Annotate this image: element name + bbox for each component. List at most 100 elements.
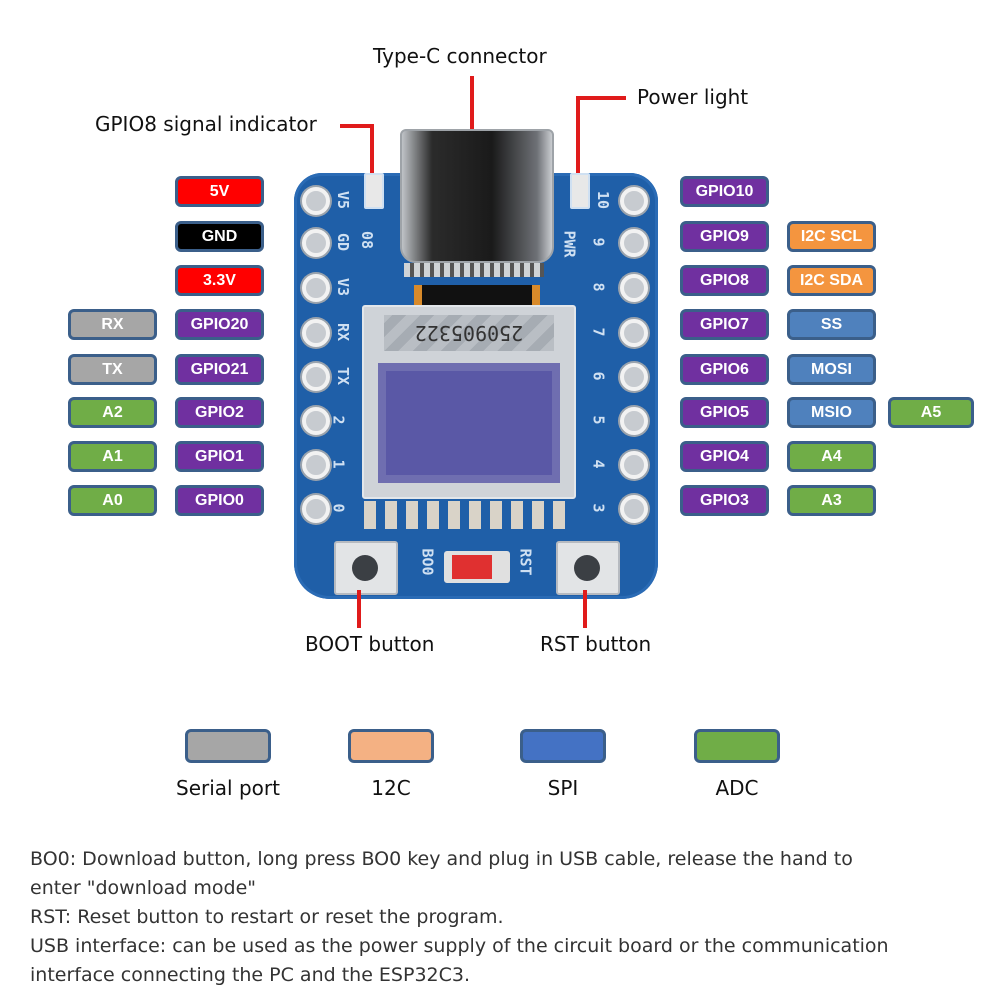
pin-silkscreen-label: 7 — [589, 327, 608, 337]
oled-display: 250905322 — [362, 305, 576, 499]
pin-silkscreen-label: 8 — [589, 282, 608, 292]
pin-tag-3-3v: 3.3V — [175, 265, 264, 296]
boot-button-cap — [352, 555, 378, 581]
header-pin-right — [620, 274, 648, 302]
note-line: enter "download mode" — [30, 877, 256, 899]
pin-silkscreen-label: 0 — [329, 503, 348, 513]
power-light-leader-h — [576, 96, 626, 100]
pin-silkscreen-label: TX — [334, 366, 353, 386]
note-line: BO0: Download button, long press BO0 key… — [30, 848, 853, 870]
pin-tag-gpio8: GPIO8 — [680, 265, 769, 296]
pin-tag-gpio9: GPIO9 — [680, 221, 769, 252]
note-line: RST: Reset button to restart or reset th… — [30, 906, 504, 928]
gpio8-indicator-label: GPIO8 signal indicator — [95, 112, 317, 136]
type-c-leader-line — [470, 76, 474, 138]
note-line: USB interface: can be used as the power … — [30, 935, 889, 957]
rst-button-cap — [574, 555, 600, 581]
oled-marking: 250905322 — [384, 315, 554, 351]
pin-tag-gpio0: GPIO0 — [175, 485, 264, 516]
usb-c-pads — [404, 263, 544, 277]
header-pin-left — [302, 319, 330, 347]
legend-label-12c: 12C — [371, 776, 411, 800]
pin-tag-gpio21: GPIO21 — [175, 354, 264, 385]
pin-tag-gpio6: GPIO6 — [680, 354, 769, 385]
gpio8-led — [364, 173, 384, 209]
pin-silkscreen-label: 5 — [589, 415, 608, 425]
power-led — [570, 173, 590, 209]
header-pin-right — [620, 451, 648, 479]
pin-silkscreen-label: 9 — [589, 237, 608, 247]
function-tag-a4: A4 — [787, 441, 876, 472]
legend-swatch-spi — [520, 729, 606, 763]
function-tag-i2c-sda: I2C SDA — [787, 265, 876, 296]
legend-swatch-serial-port — [185, 729, 271, 763]
pin-tag-gpio20: GPIO20 — [175, 309, 264, 340]
pin-silkscreen-label: 4 — [589, 459, 608, 469]
pin-tag-5v: 5V — [175, 176, 264, 207]
power-light-label: Power light — [637, 85, 749, 109]
pin-tag-gnd: GND — [175, 221, 264, 252]
legend-label-adc: ADC — [715, 776, 759, 800]
function-tag-a2: A2 — [68, 397, 157, 428]
header-pin-right — [620, 229, 648, 257]
function-tag-a3: A3 — [787, 485, 876, 516]
boot-button[interactable] — [334, 541, 398, 595]
legend-label-spi: SPI — [547, 776, 579, 800]
pin-silkscreen-label: 10 — [594, 190, 613, 210]
function-tag-i2c-scl: I2C SCL — [787, 221, 876, 252]
function-tag-msio: MSIO — [787, 397, 876, 428]
dip-switch-body — [452, 555, 492, 579]
pin-silkscreen-label: V3 — [334, 277, 353, 297]
gpio8-leader-h — [340, 124, 374, 128]
function-tag-ss: SS — [787, 309, 876, 340]
rst-leader-line — [583, 590, 587, 628]
pin-silkscreen-label: 1 — [329, 459, 348, 469]
header-pin-left — [302, 187, 330, 215]
smd-components — [364, 501, 574, 529]
boot-button-label: BOOT button — [305, 632, 435, 656]
note-line: interface connecting the PC and the ESP3… — [30, 964, 471, 986]
type-c-connector-label: Type-C connector — [373, 44, 547, 68]
notes: BO0: Download button, long press BO0 key… — [30, 845, 980, 990]
rst-button[interactable] — [556, 541, 620, 595]
legend-label-serial-port: Serial port — [176, 776, 280, 800]
boot-leader-line — [357, 590, 361, 628]
function-tag-rx: RX — [68, 309, 157, 340]
usb-c-connector — [400, 129, 554, 263]
function-tag-tx: TX — [68, 354, 157, 385]
pin-silkscreen-label: 3 — [589, 503, 608, 513]
pin-silkscreen-label: RX — [334, 322, 353, 342]
legend-swatch-12c — [348, 729, 434, 763]
header-pin-left — [302, 229, 330, 257]
header-pin-right — [620, 495, 648, 523]
gpio8-leader-v — [370, 124, 374, 196]
header-pin-right — [620, 187, 648, 215]
oled-screen — [378, 363, 560, 483]
header-pin-right — [620, 407, 648, 435]
header-pin-left — [302, 407, 330, 435]
rst-button-label: RST button — [540, 632, 652, 656]
boot-silk: BO0 — [418, 548, 437, 576]
function-tag-a0: A0 — [68, 485, 157, 516]
pin-silkscreen-label: 6 — [589, 371, 608, 381]
header-pin-left — [302, 363, 330, 391]
pin-tag-gpio1: GPIO1 — [175, 441, 264, 472]
pin-tag-gpio3: GPIO3 — [680, 485, 769, 516]
function-tag-a5: A5 — [888, 397, 974, 428]
dip-switch — [444, 551, 510, 583]
led-label-08: 08 — [358, 230, 377, 250]
pin-tag-gpio7: GPIO7 — [680, 309, 769, 340]
header-pin-right — [620, 319, 648, 347]
led-label-pwr: PWR — [560, 230, 579, 258]
pin-tag-gpio10: GPIO10 — [680, 176, 769, 207]
header-pin-left — [302, 451, 330, 479]
function-tag-a1: A1 — [68, 441, 157, 472]
function-tag-mosi: MOSI — [787, 354, 876, 385]
pin-tag-gpio4: GPIO4 — [680, 441, 769, 472]
pin-silkscreen-label: V5 — [334, 190, 353, 210]
legend-swatch-adc — [694, 729, 780, 763]
header-pin-left — [302, 274, 330, 302]
pin-tag-gpio2: GPIO2 — [175, 397, 264, 428]
pin-tag-gpio5: GPIO5 — [680, 397, 769, 428]
